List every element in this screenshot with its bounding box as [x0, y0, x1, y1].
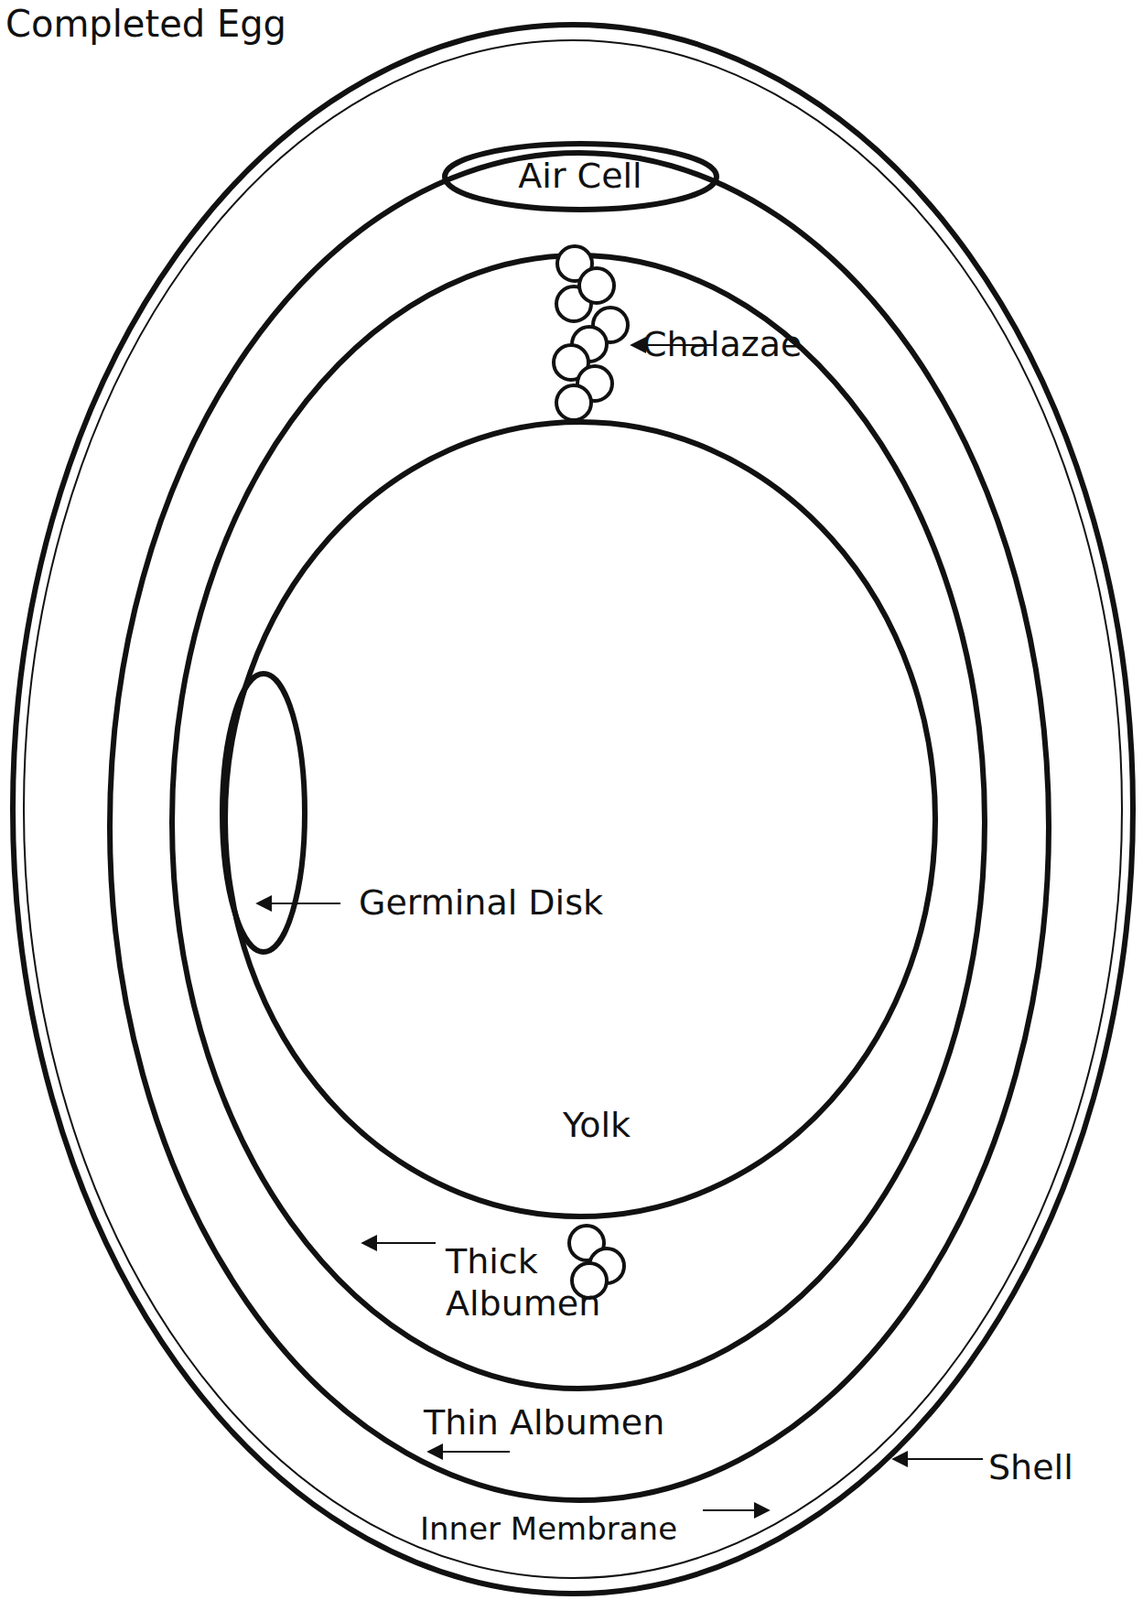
thick-albumen-label: Thick Albumen: [445, 1240, 611, 1325]
yolk-outline: [222, 419, 939, 1219]
thick-albumen-outline: [172, 255, 985, 1389]
chalazae-label: Chalazae: [642, 323, 802, 367]
diagram-title: Completed Egg: [5, 1, 287, 46]
air-cell: Air Cell: [442, 140, 720, 213]
shell-label: Shell: [988, 1446, 1074, 1489]
leader-lines: [257, 345, 983, 1510]
inner-membrane-label: Inner Membrane: [420, 1509, 678, 1548]
part-name: Air Cell: [517, 156, 642, 197]
thin-albumen-label: Thin Albumen: [423, 1401, 665, 1445]
inner-membrane-outline: [109, 152, 1049, 1500]
yolk: Yolk: [222, 419, 939, 1219]
shell-outline: [12, 24, 1133, 1594]
outer-membrane: [23, 40, 1122, 1578]
part-name: Yolk: [562, 1105, 631, 1146]
germinal-disk-label: Germinal Disk: [358, 882, 604, 925]
